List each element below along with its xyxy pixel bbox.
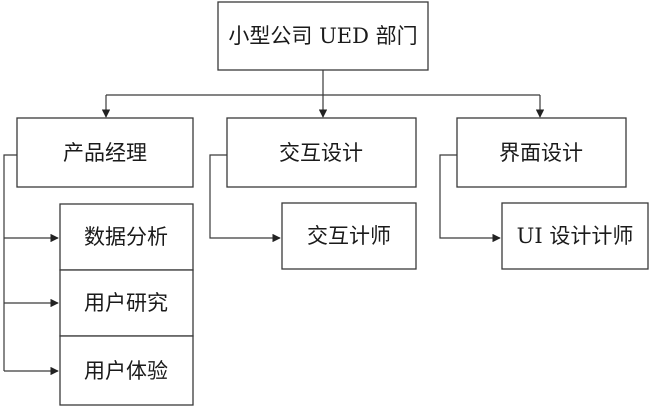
node-interface-design: 界面设计 — [456, 117, 627, 188]
node-interaction-designer-label: 交互计师 — [307, 224, 391, 248]
node-interaction-design: 交互设计 — [226, 117, 417, 188]
node-product-manager: 产品经理 — [16, 117, 194, 188]
arrow-to-interaction-designer — [209, 154, 281, 243]
root-connectors — [101, 70, 545, 118]
node-data-analysis-label: 数据分析 — [84, 225, 168, 249]
node-interaction-designer: 交互计师 — [281, 202, 417, 270]
node-ui-designer: UI 设计计师 — [501, 202, 649, 270]
node-interaction-design-label: 交互设计 — [279, 141, 363, 165]
node-data-analysis: 数据分析 — [59, 203, 194, 271]
node-user-research: 用户研究 — [59, 269, 194, 337]
node-ui-designer-label: UI 设计计师 — [517, 224, 634, 248]
node-user-experience-label: 用户体验 — [84, 359, 168, 383]
product-manager-spine — [3, 154, 17, 371]
product-manager-connectors — [3, 154, 59, 376]
arrow-to-ui-designer — [439, 154, 501, 243]
node-ued-department: 小型公司 UED 部门 — [217, 1, 429, 71]
node-product-manager-label: 产品经理 — [63, 141, 147, 165]
node-ued-department-label: 小型公司 UED 部门 — [228, 24, 417, 48]
node-interface-design-label: 界面设计 — [499, 141, 583, 165]
node-user-research-label: 用户研究 — [84, 291, 168, 315]
node-user-experience: 用户体验 — [59, 335, 194, 406]
